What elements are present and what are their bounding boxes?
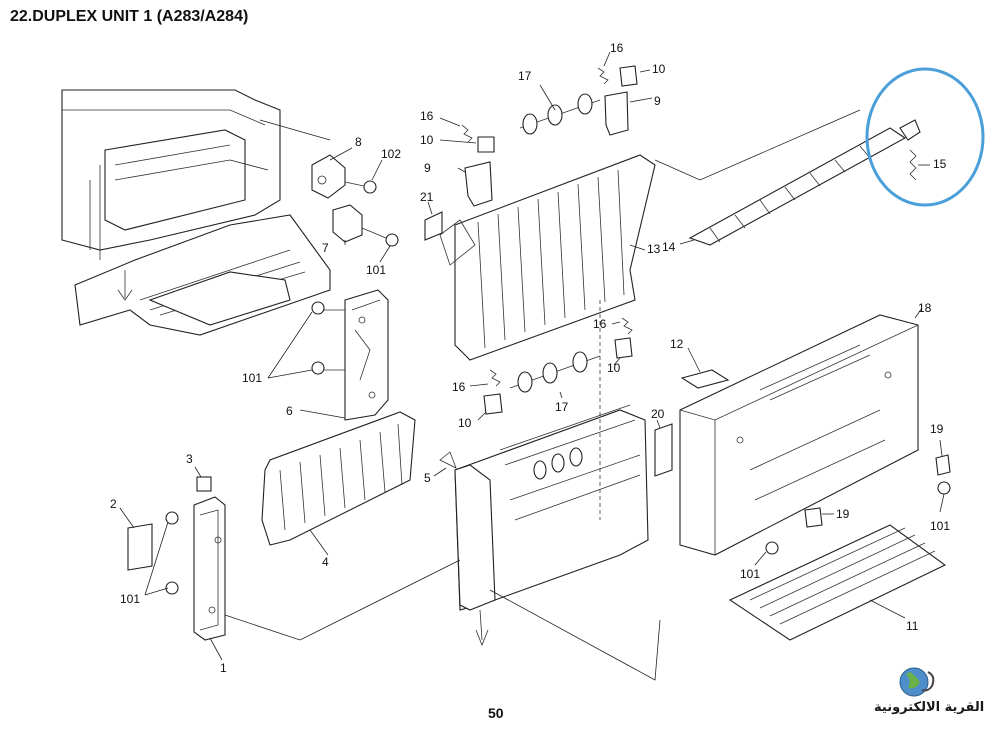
part-2-label: 2 — [110, 497, 153, 571]
part-3-label: 3 — [186, 452, 212, 492]
part-102-screw: 102 — [344, 147, 401, 194]
callout-14: 14 — [662, 240, 676, 254]
page-title: 22.DUPLEX UNIT 1 (A283/A284) — [10, 8, 249, 25]
part-12-label: 12 — [670, 337, 730, 389]
callout-9-a: 9 — [424, 161, 431, 175]
part-101-screws-left-upper: 101 — [242, 301, 345, 385]
callout-1: 1 — [220, 661, 227, 675]
page-number: 50 — [488, 705, 504, 721]
callout-101-a: 101 — [366, 263, 386, 277]
part-19-clip-right: 19 — [930, 422, 951, 476]
callout-2: 2 — [110, 497, 117, 511]
part-101-screw-lower: 101 — [740, 541, 779, 581]
part-10-bushing-lower: 10 — [458, 393, 503, 430]
callout-101-b: 101 — [242, 371, 262, 385]
callout-102: 102 — [381, 147, 401, 161]
callout-20: 20 — [651, 407, 665, 421]
part-20-label: 20 — [651, 407, 673, 477]
highlight-circle — [865, 67, 985, 207]
part-11-exit-tray: 11 — [728, 524, 947, 641]
part-101-screw-right: 101 — [930, 481, 951, 533]
machine-body-outline — [61, 89, 331, 336]
part-7-holder: 7 101 — [322, 204, 399, 277]
part-13-feed-guide: 13 — [439, 154, 661, 361]
callout-12: 12 — [670, 337, 684, 351]
part-16-spring-left: 16 — [420, 109, 473, 143]
callout-3: 3 — [186, 452, 193, 466]
callout-6: 6 — [286, 404, 293, 418]
callout-15: 15 — [933, 157, 947, 171]
callout-4: 4 — [322, 555, 329, 569]
globe-logo-icon — [899, 667, 935, 697]
callout-5: 5 — [424, 471, 431, 485]
part-19-clip-left: 19 — [804, 507, 850, 528]
callout-19-a: 19 — [930, 422, 944, 436]
callout-9-b: 9 — [654, 94, 661, 108]
callout-8: 8 — [355, 135, 362, 149]
part-16-spring-mid: 16 — [593, 317, 633, 335]
callout-10-d: 10 — [458, 416, 472, 430]
callout-17-b: 17 — [555, 400, 569, 414]
callout-10-c: 10 — [607, 361, 621, 375]
callout-101-d: 101 — [930, 519, 950, 533]
part-10-bushing-left: 10 — [420, 133, 495, 153]
callout-17-a: 17 — [518, 69, 532, 83]
callout-101-e: 101 — [740, 567, 760, 581]
part-10-bushing-mid: 10 — [607, 337, 633, 375]
watermark-text: القرية الالكترونية — [874, 700, 985, 715]
part-15-spring: 15 — [899, 119, 947, 181]
part-9-bracket-left: 9 — [424, 161, 493, 207]
part-21-label: 21 — [420, 190, 443, 241]
part-10-bushing-top: 10 — [619, 62, 666, 87]
duplex-frame: 5 — [424, 300, 649, 647]
part-16-spring-lower: 16 — [452, 369, 501, 394]
part-101-screws-left-lower: 101 — [120, 511, 179, 606]
callout-11: 11 — [906, 619, 919, 633]
part-17-roller-top: 17 — [518, 69, 601, 135]
callout-101-c: 101 — [120, 592, 140, 606]
part-17-roller-lower: 17 — [509, 351, 601, 414]
part-1-side-bracket: 1 — [193, 496, 227, 675]
callout-18: 18 — [918, 301, 932, 315]
part-8-bracket: 8 — [311, 135, 362, 199]
part-16-spring-top: 16 — [597, 41, 624, 85]
part-18-rear-cover: 18 — [679, 301, 932, 556]
callout-10-b: 10 — [652, 62, 666, 76]
callout-21: 21 — [420, 190, 434, 204]
part-6-side-plate: 6 — [286, 289, 389, 421]
part-14-exit-guide: 14 — [662, 127, 907, 254]
callout-16-d: 16 — [452, 380, 466, 394]
part-4-guide-plate: 4 — [261, 411, 416, 569]
callout-7: 7 — [322, 241, 329, 255]
callout-19-b: 19 — [836, 507, 850, 521]
callout-16-a: 16 — [420, 109, 434, 123]
part-9-bracket-right: 9 — [604, 91, 661, 136]
callout-16-b: 16 — [610, 41, 624, 55]
callout-10-a: 10 — [420, 133, 434, 147]
callout-13: 13 — [647, 242, 661, 256]
